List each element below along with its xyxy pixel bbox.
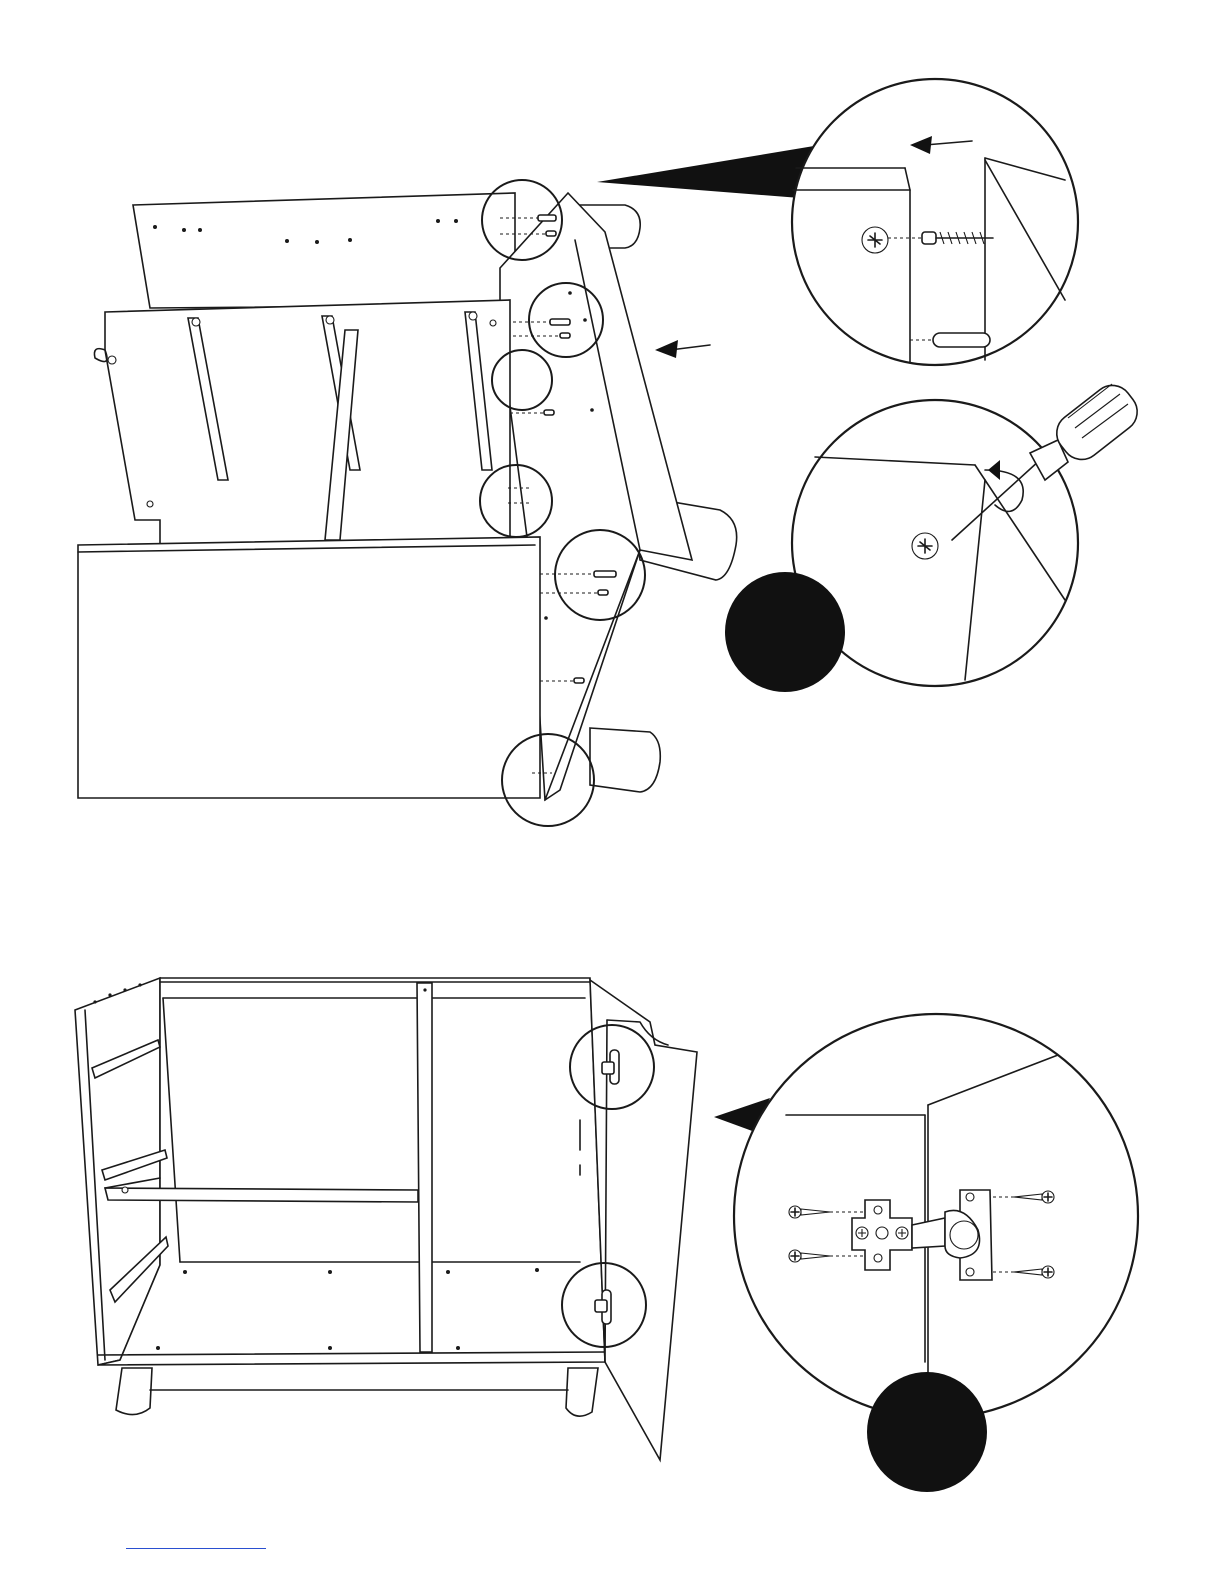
bottom-cabinet-figure xyxy=(75,978,1138,1492)
cam-lock-icon xyxy=(862,227,888,253)
zoom-pointer xyxy=(597,145,820,198)
cam-lock-icon xyxy=(912,533,938,559)
zoom-detail-tighten xyxy=(725,377,1145,692)
footer-link-underline[interactable] xyxy=(126,1548,266,1549)
zoom-detail-hinge xyxy=(734,1014,1138,1492)
drawer-panel xyxy=(94,300,510,545)
cabinet-legs xyxy=(116,1368,598,1416)
bottom-panel xyxy=(78,537,540,798)
step-badge xyxy=(725,572,845,692)
zoom-detail-cam-bolt xyxy=(792,79,1078,365)
back-panel xyxy=(133,193,515,308)
cabinet-carcass xyxy=(75,978,605,1365)
arrow-icon xyxy=(655,340,710,358)
top-assembly-figure xyxy=(78,79,1145,826)
step-badge xyxy=(867,1372,987,1492)
